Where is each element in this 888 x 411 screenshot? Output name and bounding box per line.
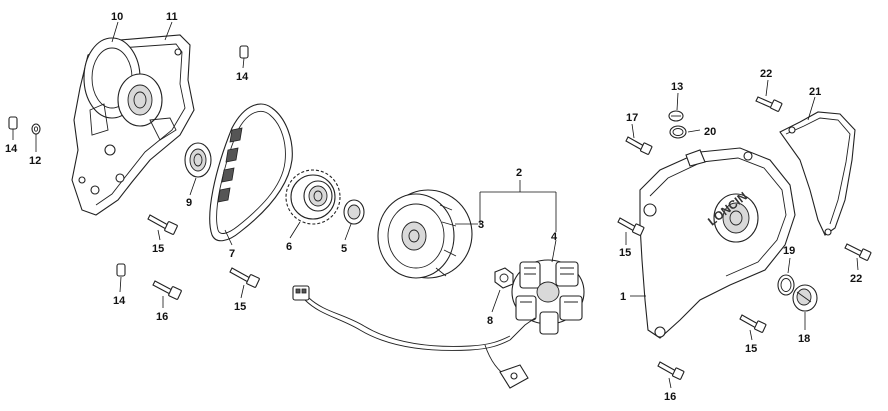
- washer-12: [31, 123, 41, 135]
- stator-4: [511, 259, 585, 335]
- screw-13: [668, 110, 684, 122]
- callout-4: 4: [551, 231, 558, 243]
- callout-21: 21: [809, 86, 821, 98]
- callout-15: 15: [619, 247, 631, 259]
- callout-15: 15: [152, 243, 164, 255]
- washer-5: [343, 199, 365, 225]
- bolt-15c: [617, 217, 645, 236]
- callout-labels: 10 11 14 14 12 9 7 6 5 3 2 4 8 15 14 16 …: [5, 11, 862, 403]
- callout-2: 2: [516, 167, 522, 179]
- magneto-cover-1: LONCIN: [639, 147, 796, 339]
- nut-8: [494, 267, 514, 289]
- callout-22: 22: [760, 68, 772, 80]
- callout-10: 10: [111, 11, 123, 23]
- callout-18: 18: [798, 333, 810, 345]
- callout-19: 19: [783, 245, 795, 257]
- callout-3: 3: [478, 219, 484, 231]
- callout-7: 7: [229, 248, 235, 260]
- callout-14: 14: [5, 143, 18, 155]
- callout-16: 16: [664, 391, 676, 403]
- cover-gasket-21: [779, 111, 856, 236]
- bolt-15d: [739, 314, 767, 333]
- callout-22: 22: [850, 273, 862, 285]
- plug-18: [792, 284, 818, 312]
- chain-7: [209, 103, 293, 242]
- bolt-17: [625, 136, 653, 155]
- callout-8: 8: [487, 315, 493, 327]
- callout-14: 14: [113, 295, 126, 307]
- dowel-pin-14b: [239, 45, 249, 59]
- callout-5: 5: [341, 243, 347, 255]
- flywheel-rotor-3: [377, 189, 473, 279]
- bolt-16a: [152, 280, 182, 300]
- wire-harness: [292, 285, 536, 389]
- callout-11: 11: [166, 11, 178, 23]
- callout-14: 14: [236, 71, 249, 83]
- callout-12: 12: [29, 155, 41, 167]
- o-ring-20: [669, 125, 687, 139]
- leader-lines: [12, 21, 859, 389]
- bolt-15a: [147, 214, 178, 235]
- dowel-pin-14c: [116, 263, 126, 277]
- bolt-22a: [755, 96, 783, 112]
- o-ring-19: [777, 274, 795, 296]
- bolt-15b: [229, 267, 260, 288]
- callout-9: 9: [186, 197, 192, 209]
- callout-20: 20: [704, 126, 716, 138]
- callout-15: 15: [745, 343, 757, 355]
- bolt-22b: [844, 243, 872, 261]
- sprocket-6: [285, 169, 341, 225]
- callout-16: 16: [156, 311, 168, 323]
- oil-seal-9: [184, 142, 212, 178]
- callout-6: 6: [286, 241, 292, 253]
- callout-17: 17: [626, 112, 638, 124]
- callout-15: 15: [234, 301, 246, 313]
- callout-1: 1: [620, 291, 626, 303]
- callout-13: 13: [671, 81, 683, 93]
- dowel-pin-14a: [8, 116, 18, 130]
- left-crankcase-cover: [71, 34, 195, 216]
- bolt-16b: [657, 361, 685, 380]
